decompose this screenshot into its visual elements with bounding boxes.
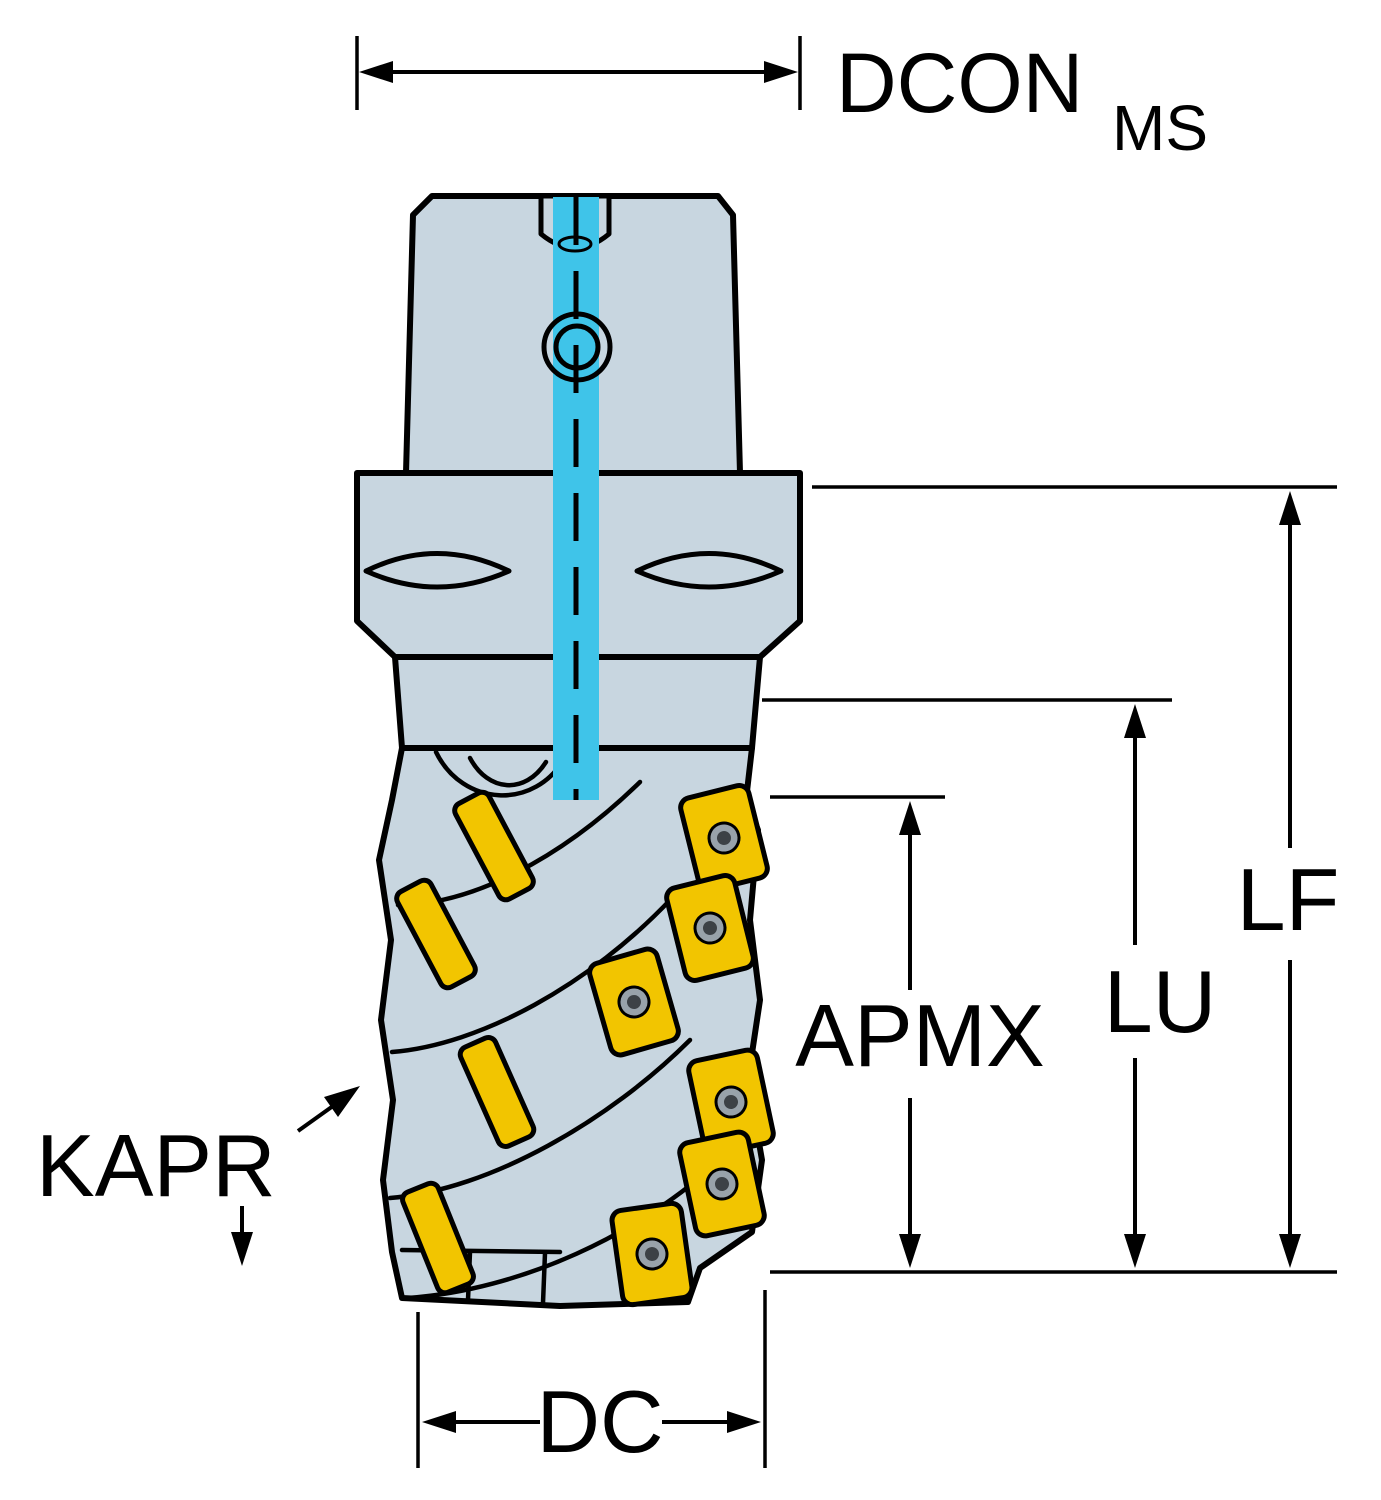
insert-screw [617,985,651,1019]
dc-arrow-left-icon [422,1411,456,1433]
dcon-arrow-right-icon [764,61,798,83]
dim-lu: LU [762,698,1217,1268]
kapr-label: KAPR [36,1116,276,1215]
dc-label: DC [536,1372,663,1471]
shank-hole-outer-ring [541,311,613,383]
insert-screw [714,1085,748,1119]
insert-6 [664,873,756,983]
dimensions: DCON MS LF LU APMX [36,36,1339,1471]
insert-screw [635,1237,669,1271]
dim-apmx: APMX [770,795,1045,1268]
dim-lf: LF [812,485,1340,1268]
kapr-leader-line [296,1104,335,1133]
dcon-label: DCON [836,36,1083,130]
insert-1 [452,789,536,903]
apmx-label: APMX [795,986,1044,1085]
apmx-arrow-up-icon [899,801,921,835]
dim-dc: DC [416,1290,767,1471]
dcon-arrow-left-icon [359,61,393,83]
flute-line-2 [389,895,675,1055]
kapr-arrow-icon [324,1086,360,1117]
bottom-face-tick-2 [540,1250,548,1306]
insert-screw [707,821,741,855]
lu-arrow-up-icon [1124,704,1146,738]
lf-arrow-up-icon [1279,491,1301,525]
lu-label: LU [1104,952,1217,1051]
dcon-sub-label: MS [1112,92,1208,164]
flute-cap-curve-2 [467,755,549,788]
flange-slot-left [363,551,512,590]
lf-label: LF [1237,850,1340,949]
shank-hole-inner-ring [553,323,601,371]
flute-cap-curve-1 [433,749,569,798]
dim-dcon: DCON MS [355,36,1208,164]
lu-arrow-down-icon [1124,1234,1146,1268]
dim-kapr: KAPR [36,1086,360,1266]
insert-9 [677,1129,767,1239]
dc-arrow-right-icon [727,1411,761,1433]
insert-7 [587,946,681,1058]
insert-screw [705,1167,739,1201]
tool-drawing [354,193,803,1309]
lf-arrow-down-icon [1279,1234,1301,1268]
flange-slot-right [634,551,784,590]
kapr-down-arrow-icon [231,1232,253,1266]
slot-hole [557,235,593,253]
insert-10 [609,1200,695,1308]
insert-screw [693,911,727,945]
insert-3 [457,1035,537,1149]
insert-2 [394,877,478,991]
insert-4 [400,1180,476,1296]
insert-8 [686,1047,776,1157]
apmx-arrow-down-icon [899,1234,921,1268]
